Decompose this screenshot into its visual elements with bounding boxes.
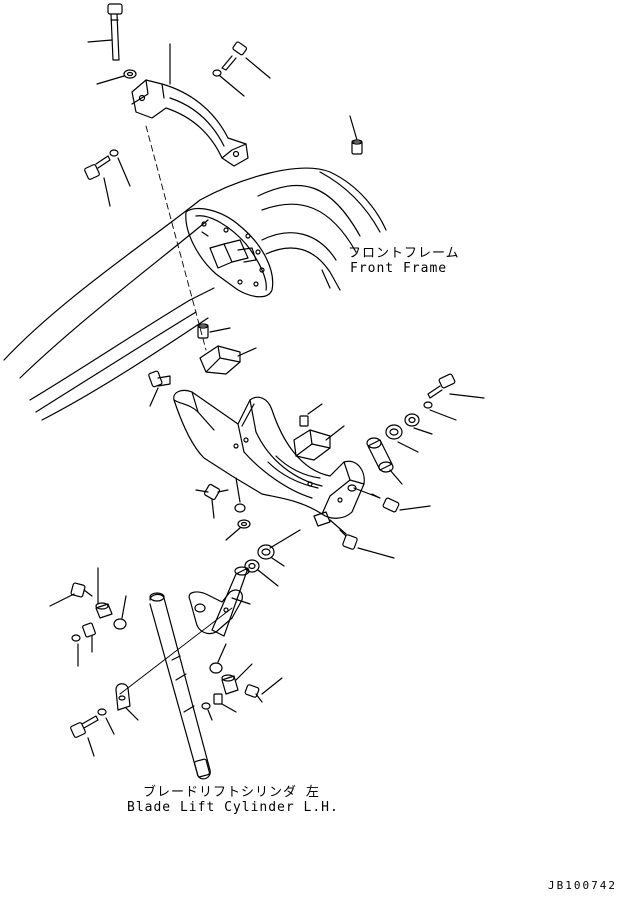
- lower-bolt-left: [70, 715, 99, 738]
- leader-line: [87, 39, 113, 43]
- top-washer: [123, 69, 137, 79]
- leader-line: [397, 441, 419, 453]
- leader-line: [245, 57, 271, 79]
- grease-fitting-left: [148, 370, 171, 388]
- rod-end-bushing: [221, 674, 239, 695]
- right-washer-small: [423, 401, 433, 409]
- arm-washer: [237, 519, 251, 529]
- lower-bushing-left: [95, 602, 113, 619]
- right-bolt: [427, 373, 456, 399]
- leader-line: [329, 519, 347, 535]
- leader-line: [261, 677, 283, 695]
- leader-line: [195, 489, 209, 493]
- leader-line: [349, 115, 358, 141]
- lower-washer-left: [97, 708, 107, 716]
- leader-line: [221, 703, 237, 713]
- leader-line: [269, 529, 301, 549]
- leader-line: [96, 75, 125, 85]
- leader-line: [257, 569, 279, 587]
- leader-line: [49, 593, 75, 607]
- grease-fitting-mid: [339, 529, 358, 550]
- centre-ring-2: [244, 559, 260, 573]
- top-bolt: [107, 3, 123, 61]
- leader-line: [231, 597, 251, 605]
- leader-line: [87, 737, 95, 757]
- leader-line: [307, 403, 323, 415]
- lower-nut-left: [71, 634, 81, 642]
- leader-line: [271, 557, 285, 567]
- rod-end-nut: [201, 702, 211, 710]
- leader-line: [235, 477, 241, 503]
- leader-line: [225, 527, 241, 541]
- cap-bolt-top: [221, 41, 248, 71]
- leader-line: [219, 75, 245, 97]
- arm-nut: [234, 503, 246, 513]
- right-ring: [385, 424, 403, 440]
- blade-lift-cylinder: [149, 592, 211, 780]
- blade-lift-cylinder-label-en: Blade Lift Cylinder L.H.: [127, 800, 339, 815]
- front-frame: [3, 167, 387, 421]
- bushing-pin: [197, 323, 209, 339]
- cylinder-clevis: [188, 589, 243, 635]
- grease-fitting-lower-left: [70, 582, 93, 598]
- leader-line: [217, 643, 227, 663]
- cap-washer-top: [212, 69, 222, 77]
- cap-bolt-left: [84, 155, 111, 180]
- leader-line: [125, 707, 139, 721]
- front-frame-label-en: Front Frame: [350, 261, 448, 276]
- leader-line: [237, 347, 257, 357]
- centre-ring-1: [257, 544, 275, 560]
- leader-line: [241, 403, 255, 427]
- leader-line: [357, 547, 395, 559]
- cap-washer-left: [109, 149, 119, 157]
- leader-line: [149, 387, 159, 407]
- drawing-code: JB100742: [548, 879, 617, 892]
- leader-line: [121, 595, 127, 619]
- leader-line: [389, 469, 403, 485]
- leader-line: [353, 487, 381, 499]
- leader-line: [211, 499, 215, 519]
- grease-fitting-top: [351, 139, 363, 155]
- front-frame-label-jp: フロントフレーム: [348, 246, 460, 261]
- upper-clamp-cap: [131, 79, 249, 167]
- leader-line: [429, 409, 457, 421]
- leader-line: [449, 393, 485, 399]
- leader-line: [103, 177, 111, 207]
- cylinder-pin: [211, 566, 250, 637]
- lift-arm: [173, 389, 365, 527]
- leader-line: [209, 327, 231, 333]
- axis-line: [119, 607, 233, 695]
- stop-bracket: [293, 415, 331, 461]
- right-bushing: [366, 437, 394, 473]
- small-bracket: [199, 345, 241, 375]
- lower-clevis-fitting: [115, 683, 131, 711]
- blade-lift-cylinder-label-jp: ブレードリフトシリンダ 左: [143, 785, 320, 800]
- leader-line: [105, 717, 115, 735]
- grease-fitting-arm: [203, 483, 229, 501]
- leader-line: [117, 157, 131, 187]
- frame-mount-ring: [185, 207, 274, 298]
- lower-ring-left: [113, 618, 127, 630]
- leader-line: [207, 709, 213, 721]
- rod-end-washer: [209, 662, 223, 674]
- leader-line: [325, 425, 345, 441]
- axis-line: [145, 125, 207, 351]
- leader-line: [235, 663, 253, 681]
- leader-line: [413, 427, 433, 435]
- leader-line: [399, 505, 431, 511]
- rod-end-fitting: [244, 684, 263, 703]
- lower-pin-left: [82, 622, 96, 638]
- rod-end-pin: [213, 693, 223, 705]
- right-washer-large: [404, 413, 420, 427]
